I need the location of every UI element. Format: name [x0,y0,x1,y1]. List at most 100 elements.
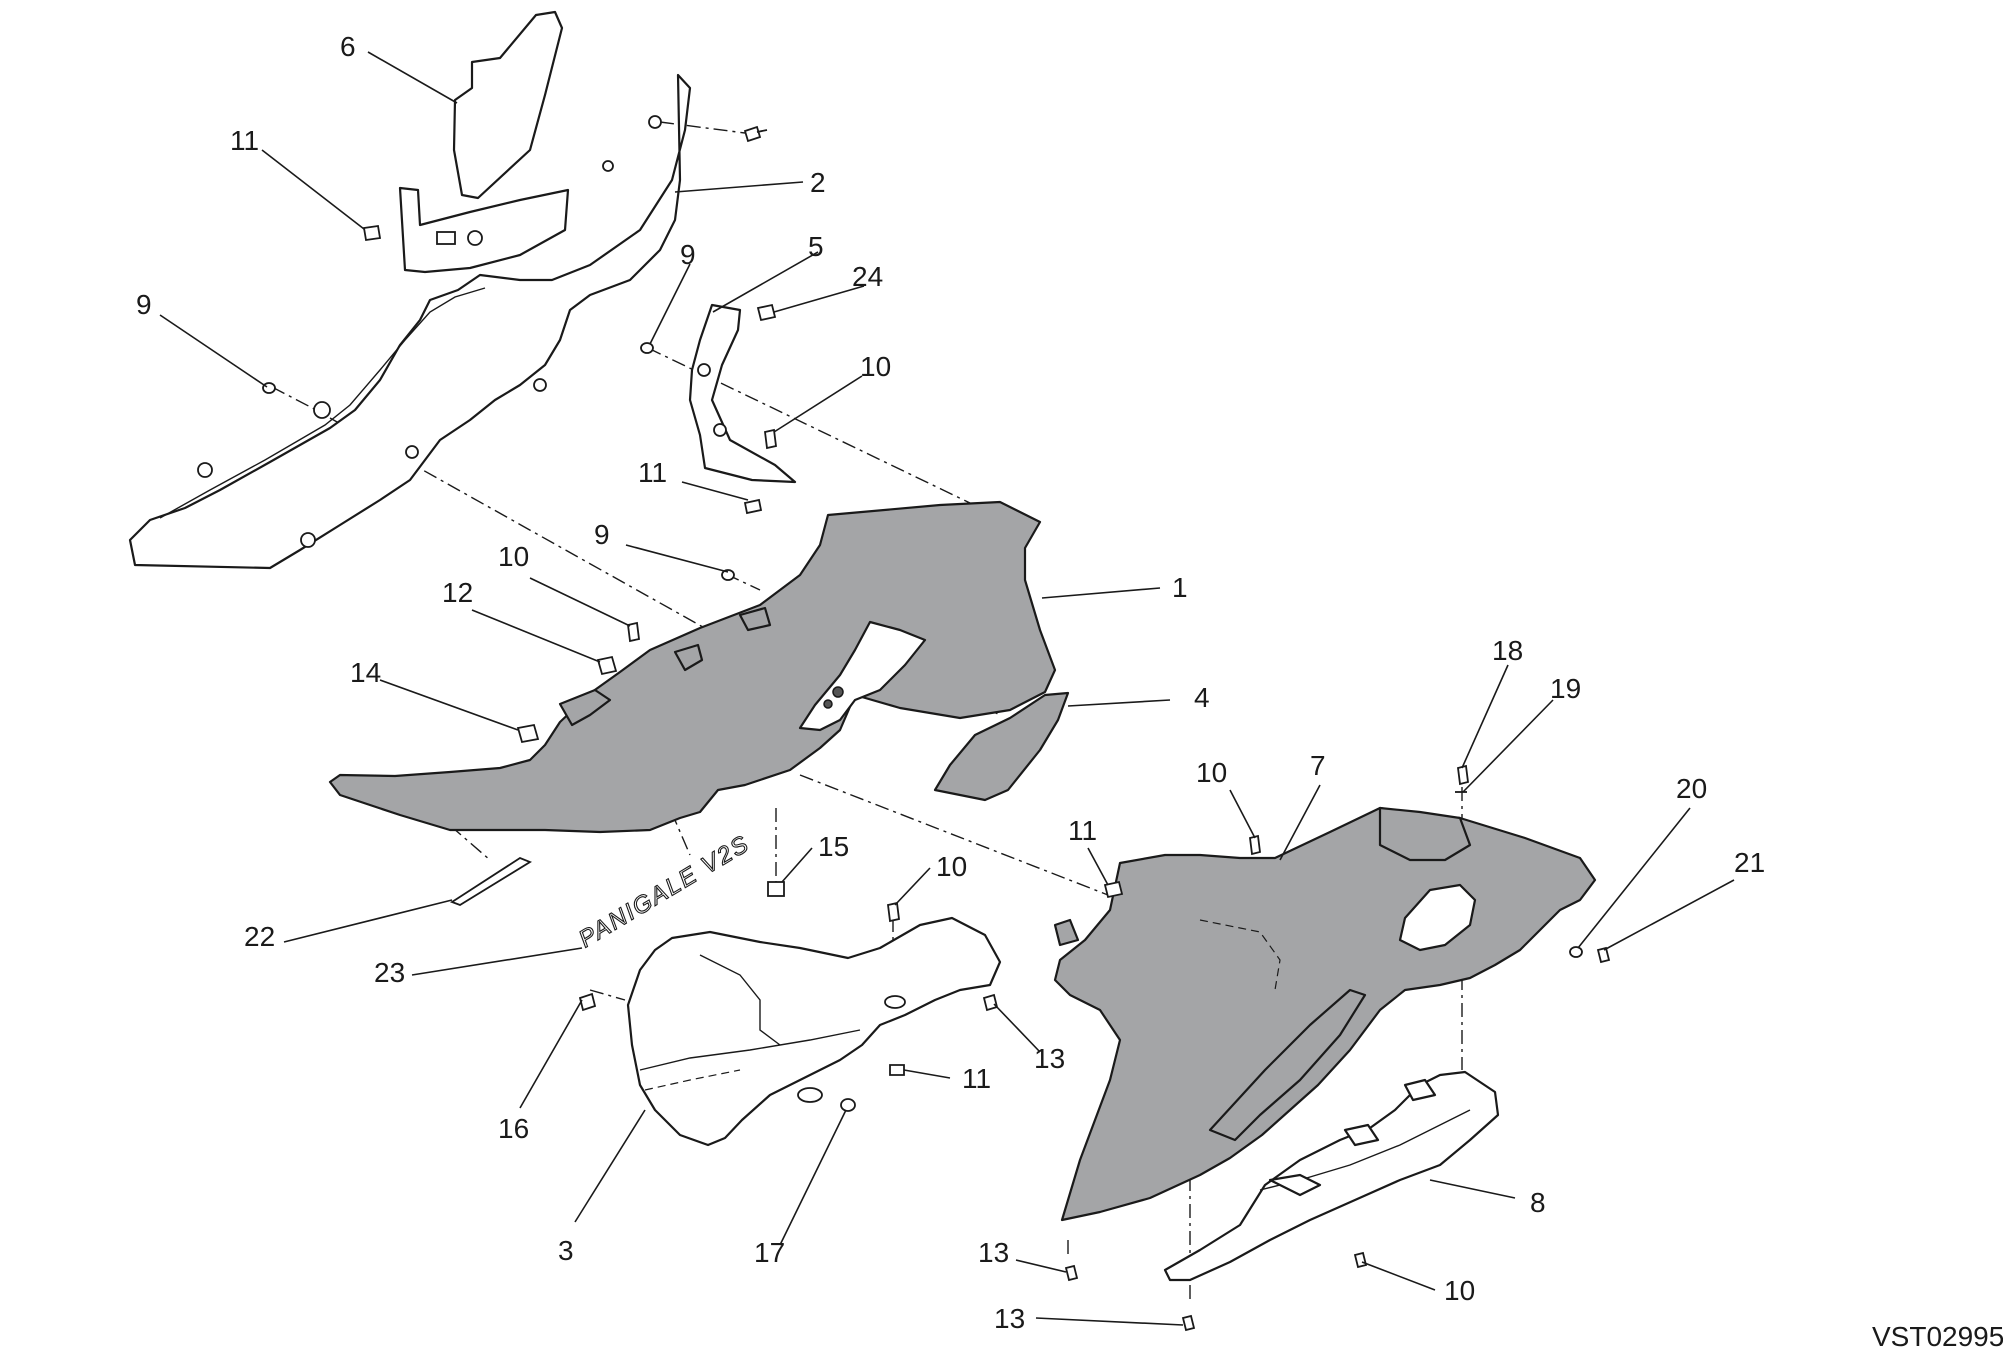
leader-line [367,51,458,104]
leader-line [1041,587,1161,599]
part-2-hole [648,115,662,129]
part-22-decal-strip [450,856,532,906]
callout-8: 8 [1530,1187,1546,1218]
callout-14: 14 [350,657,381,688]
callout-9: 9 [680,239,696,270]
leader-line [471,609,601,663]
part-2-hole [533,378,547,392]
part-7-top-lip [1378,806,1472,862]
leader-line [674,181,804,193]
part-7-contour [1199,919,1281,991]
leader-line [261,149,365,230]
part-1-main-panel [328,500,1057,834]
callout-3: 3 [558,1235,574,1266]
leader-lines [159,51,1735,1326]
part-2-bracket [398,186,570,274]
callout-18: 18 [1492,635,1523,666]
washer-20 [1569,946,1583,958]
bracket-12 [596,655,618,676]
part-7-vent-opening [1398,883,1477,952]
leader-line [1035,1317,1184,1326]
leader-line [379,679,519,731]
clip-nut [1103,880,1124,899]
part-2-hole [405,445,419,459]
callout-labels: 6 11 2 9 5 24 9 10 11 9 1 10 12 14 4 18 … [136,31,1765,1334]
align-line [649,761,691,856]
leader-line [894,867,931,906]
part-6-cover [452,10,564,200]
leader-line [1603,879,1735,951]
clip-nut [743,498,763,515]
callout-17: 17 [754,1237,785,1268]
part-1-hole [823,699,833,709]
callout-16: 16 [498,1113,529,1144]
part-3-hole [884,995,906,1009]
callout-10: 10 [498,541,529,572]
screw [743,125,768,143]
washer [262,382,276,394]
callout-13: 13 [978,1237,1009,1268]
callout-9: 9 [594,519,610,550]
callout-13: 13 [994,1303,1025,1334]
leader-line [649,263,691,345]
callout-22: 22 [244,921,275,952]
leader-line [574,1109,646,1223]
callout-6: 6 [340,31,356,62]
leader-line [781,847,813,883]
drawing-code: VST02995 [1872,1321,2003,1351]
callout-21: 21 [1734,847,1765,878]
callout-1: 1 [1172,572,1188,603]
pin-16 [578,992,597,1012]
part-8-rib [1268,1173,1322,1197]
callout-2: 2 [810,167,826,198]
leader-line [903,1069,951,1079]
screw-13 [1181,1314,1196,1332]
clip-nut [889,1064,905,1076]
leader-line [779,1109,847,1246]
callout-11: 11 [1068,815,1097,846]
leader-line [159,314,268,388]
leader-line [529,577,631,627]
part-2-hole [313,401,331,419]
align-line [659,121,746,134]
part-5-hole [697,363,711,377]
clip-nut [362,224,382,242]
screw-13 [1064,1264,1079,1282]
callout-24: 24 [852,261,883,292]
screw-18 [1457,764,1469,786]
leader-line [283,899,453,943]
callout-10: 10 [936,851,967,882]
leader-line [773,375,863,433]
callout-10: 10 [1444,1275,1475,1306]
leader-line [773,285,865,313]
leader-line [1429,1179,1516,1199]
grommet-14 [516,723,540,744]
align-line [799,774,1109,896]
part-1-hole [832,686,844,698]
hardware [262,125,1611,1332]
callout-5: 5 [808,231,824,262]
part-2-inner-edge [159,287,486,519]
leader-line [1461,664,1509,769]
callout-7: 7 [1310,750,1326,781]
align-line [329,417,736,646]
screw [627,621,640,643]
part-3-lower-fairing [626,916,1002,1147]
callout-11: 11 [638,457,667,488]
callout-12: 12 [442,577,473,608]
leader-line [411,947,583,976]
part-2-hole [300,532,316,548]
callout-23: 23 [374,957,405,988]
leader-line [1577,807,1691,949]
screw [756,303,777,322]
part-8-rib [1403,1078,1437,1102]
leader-line [1229,789,1256,839]
leader-line [1015,1259,1067,1273]
callout-9: 9 [136,289,152,320]
leader-line [1462,699,1554,793]
screw [1249,834,1261,856]
leader-line [625,544,729,573]
part-7-inner-panel [1208,988,1367,1142]
align-line [271,386,321,413]
leader-line [993,1003,1041,1053]
